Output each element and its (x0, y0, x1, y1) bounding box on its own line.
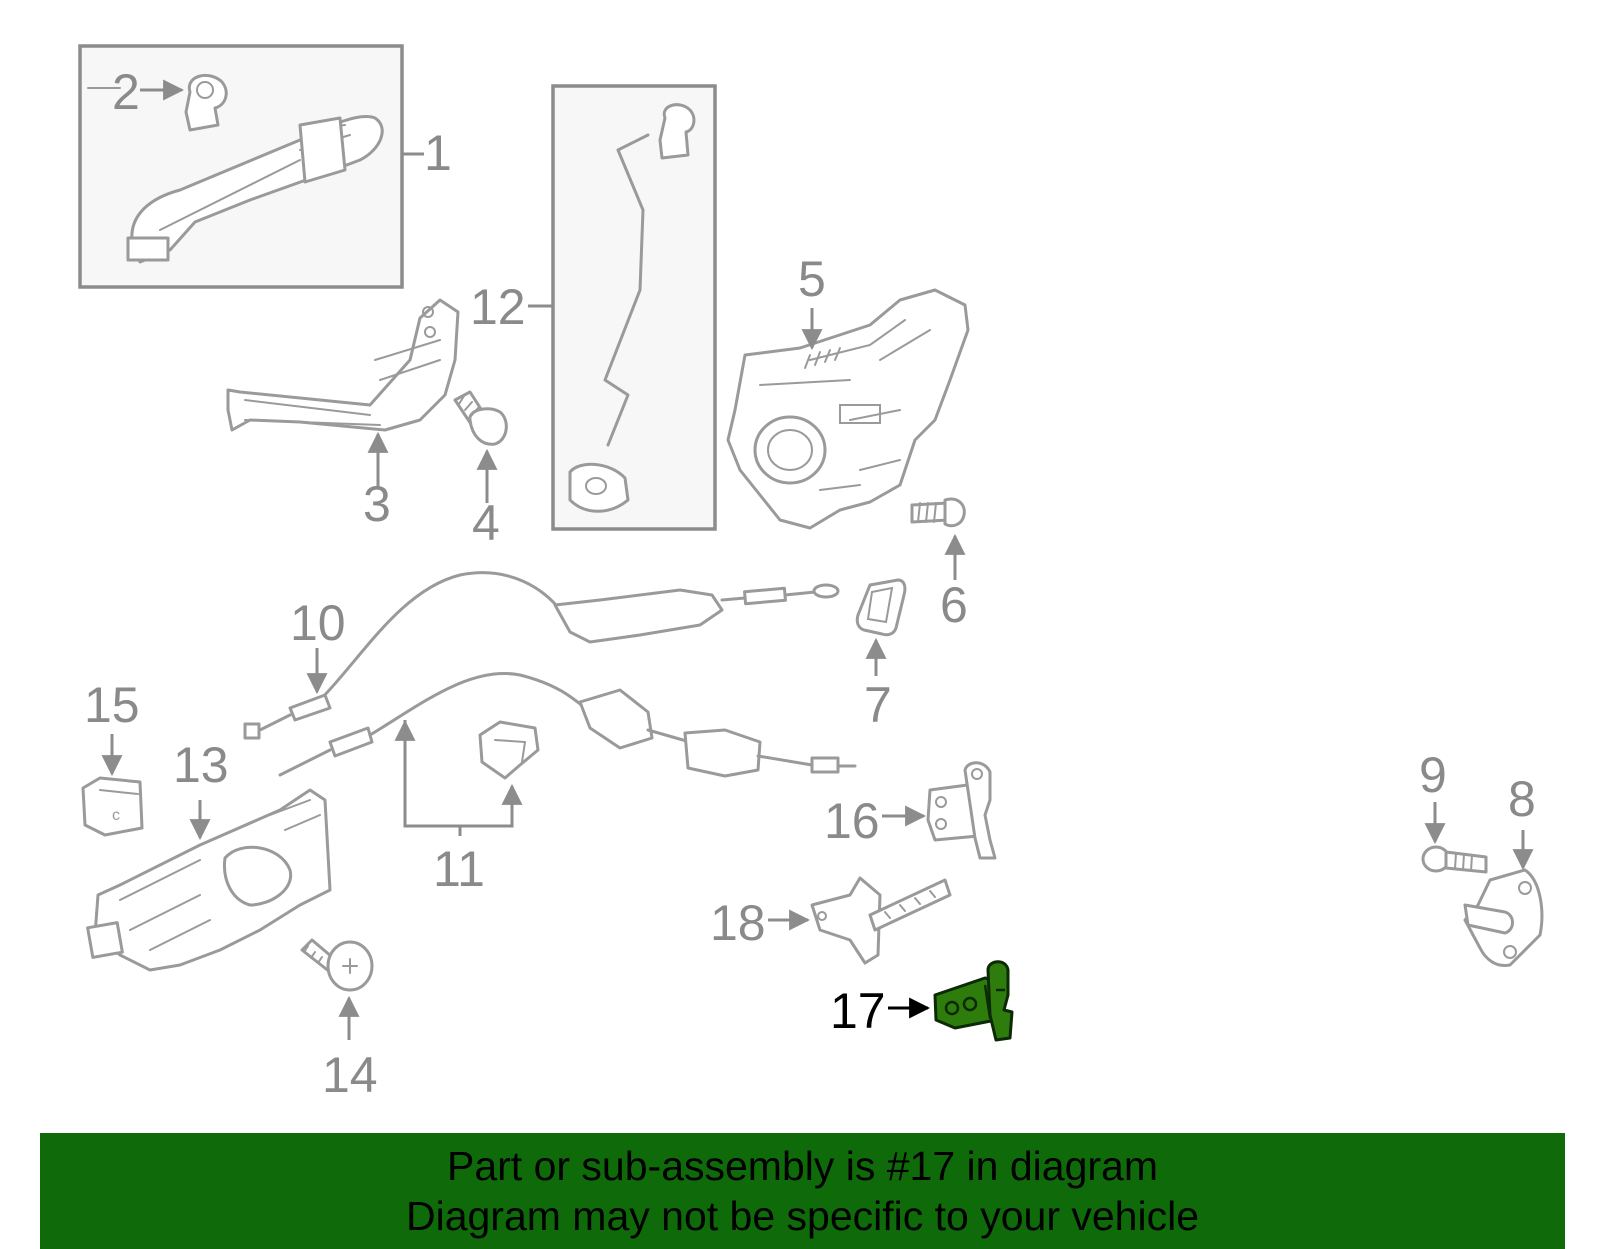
callout-1: 1 (424, 125, 452, 181)
callout-3: 3 (363, 476, 391, 532)
part-4-bolt (453, 390, 508, 446)
callout-5: 5 (798, 251, 826, 307)
callout-12: 12 (470, 279, 526, 335)
part-6-screw (910, 497, 966, 528)
part-17-hinge-highlighted[interactable] (933, 960, 1014, 1042)
part-18-door-check (810, 876, 952, 965)
callout-15: 15 (84, 677, 140, 733)
part-5-lock-actuator (726, 288, 970, 530)
part-3-handle-frame (226, 298, 460, 432)
part-13-inside-handle (86, 788, 332, 972)
callout-8: 8 (1508, 771, 1536, 827)
banner-line-1: Part or sub-assembly is #17 in diagram (447, 1143, 1158, 1189)
part-2-clip (184, 73, 228, 132)
part-8-striker (1463, 868, 1544, 968)
info-banner: Part or sub-assembly is #17 in diagram D… (40, 1133, 1565, 1249)
callout-4: 4 (472, 495, 500, 551)
part-11-cable (278, 672, 857, 778)
callout-11: 11 (433, 841, 485, 897)
callout-16: 16 (824, 793, 880, 849)
part-10-cable (243, 571, 840, 740)
callout-7: 7 (864, 677, 892, 733)
part-7-pad (855, 578, 907, 637)
banner-line-2: Diagram may not be specific to your vehi… (405, 1193, 1199, 1239)
callout-17: 17 (830, 983, 886, 1039)
callout-10: 10 (290, 595, 346, 651)
callout-2: 2 (112, 64, 140, 120)
callout-13: 13 (173, 737, 229, 793)
part-14-screw (300, 938, 374, 992)
svg-text:c: c (112, 807, 120, 824)
part-9-bolt (1421, 845, 1488, 874)
callout-18: 18 (710, 895, 766, 951)
callout-14: 14 (322, 1047, 378, 1103)
part-12-lock-rod (551, 84, 717, 531)
part-11-clip (478, 720, 540, 780)
callout-6: 6 (940, 577, 968, 633)
part-16-hinge (926, 761, 997, 860)
callout-9: 9 (1419, 747, 1447, 803)
part-1-outside-handle (78, 44, 404, 289)
part-15-switch: c (81, 776, 144, 837)
